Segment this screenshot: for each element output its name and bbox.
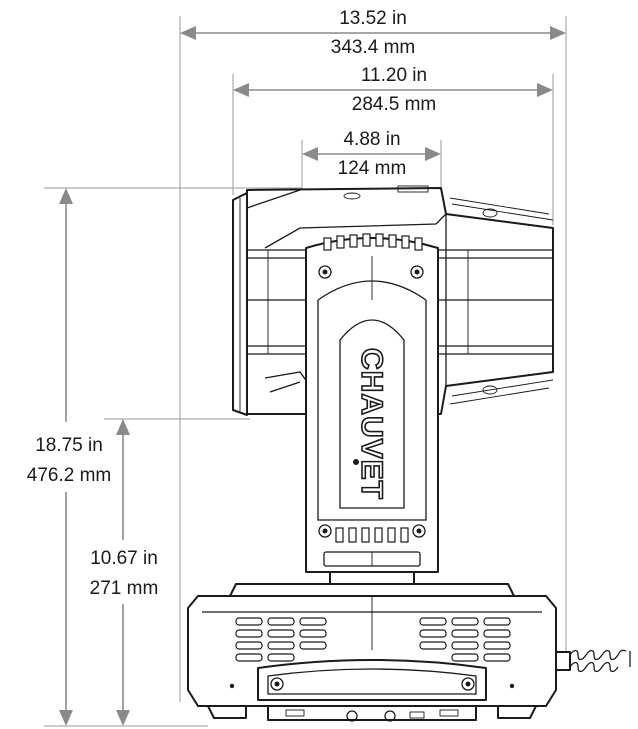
brand-logo-text: CHAUVET	[355, 348, 388, 500]
dimension-lens-width	[302, 147, 441, 161]
base-right-vents	[419, 617, 511, 662]
dimension-tilt-axis-height	[116, 419, 130, 726]
head-width-metric-label: 284.5 mm	[352, 94, 436, 115]
fixture-base	[187, 583, 557, 722]
yoke-arm: CHAUVET	[305, 233, 439, 585]
head-lens-ring	[232, 192, 248, 416]
yoke-top-vents	[323, 233, 423, 251]
moving-head-fixture: CHAUVET	[187, 185, 631, 722]
base-carry-handle	[257, 659, 487, 701]
tilt-height-metric-label: 271 mm	[90, 578, 159, 599]
overall-width-metric-label: 343.4 mm	[331, 37, 415, 58]
overall-height-metric-label: 476.2 mm	[27, 465, 111, 486]
yoke-bottom-vents	[335, 527, 409, 543]
dimension-head-width	[233, 83, 553, 97]
overall-width-imperial-label: 13.52 in	[339, 8, 407, 29]
base-left-vents	[235, 617, 327, 662]
indicator-dot	[353, 459, 359, 465]
dimension-overall-width	[180, 26, 566, 40]
head-width-imperial-label: 11.20 in	[361, 65, 427, 86]
tilt-height-imperial-label: 10.67 in	[90, 548, 158, 569]
dimension-overall-height	[59, 188, 73, 726]
lens-width-metric-label: 124 mm	[338, 158, 407, 179]
yoke-screws	[318, 265, 426, 538]
lens-width-imperial-label: 4.88 in	[343, 129, 400, 150]
power-cable	[555, 649, 631, 673]
overall-height-imperial-label: 18.75 in	[35, 435, 103, 456]
